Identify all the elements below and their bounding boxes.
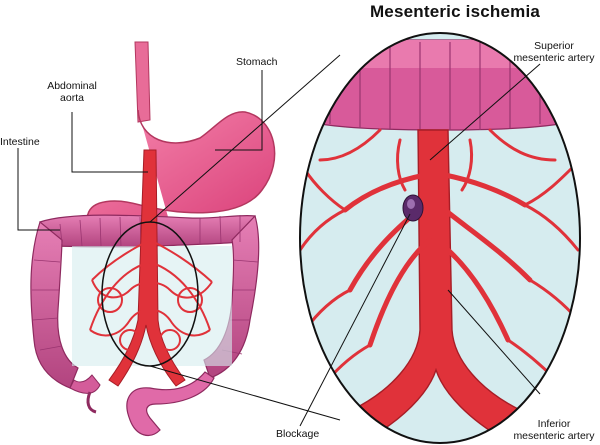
label-sma-line2: mesenteric artery xyxy=(513,52,595,64)
diagram-title: Mesenteric ischemia xyxy=(369,2,541,21)
leader-lines xyxy=(17,63,541,427)
label-stomach: Stomach xyxy=(236,56,278,68)
label-blockage: Blockage xyxy=(276,428,320,440)
label-sma-line1: Superior xyxy=(534,40,574,52)
label-abdominal-aorta-line2: aorta xyxy=(60,92,84,104)
label-ima-line2: mesenteric artery xyxy=(513,430,595,442)
esophagus xyxy=(134,41,151,123)
large-intestine xyxy=(30,214,260,437)
label-abdominal-aorta-line1: Abdominal xyxy=(47,80,97,92)
magnifier-oval xyxy=(299,32,581,444)
mesentery-vessels-left xyxy=(72,149,232,387)
label-intestine: Intestine xyxy=(0,136,40,148)
label-inferior-mesenteric-artery: Inferior mesenteric artery xyxy=(508,418,600,442)
label-superior-mesenteric-artery: Superior mesenteric artery xyxy=(508,40,600,64)
label-abdominal-aorta: Abdominal aorta xyxy=(40,80,104,104)
blockage-clot xyxy=(402,194,424,222)
zoom-line-top xyxy=(149,54,341,223)
magnified-view xyxy=(300,33,580,443)
stomach xyxy=(85,109,276,229)
label-ima-line1: Inferior xyxy=(537,418,571,430)
